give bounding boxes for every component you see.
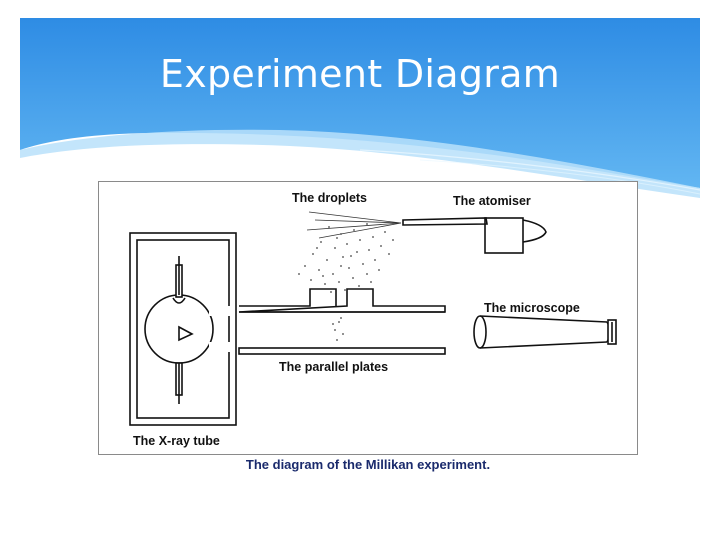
microscope bbox=[473, 315, 617, 349]
droplets bbox=[298, 223, 394, 341]
atomiser-label: The atomiser bbox=[453, 194, 531, 208]
diagram-caption: The diagram of the Millikan experiment. bbox=[98, 456, 638, 474]
parallel-plates-label: The parallel plates bbox=[279, 360, 389, 374]
spray-lines bbox=[306, 211, 402, 239]
parallel-plates bbox=[238, 288, 446, 355]
millikan-diagram: The droplets The atomiser The microscope… bbox=[98, 181, 638, 455]
diagram-drawing bbox=[129, 211, 617, 426]
atomiser bbox=[402, 217, 547, 254]
droplets-label: The droplets bbox=[292, 191, 368, 205]
header-background bbox=[20, 18, 701, 198]
xray-tube bbox=[129, 232, 237, 426]
slide-title: Experiment Diagram bbox=[159, 52, 561, 96]
caption-text: The diagram of the Millikan experiment. bbox=[245, 457, 491, 472]
microscope-label: The microscope bbox=[484, 301, 580, 315]
xray-tube-label: The X-ray tube bbox=[133, 434, 220, 448]
